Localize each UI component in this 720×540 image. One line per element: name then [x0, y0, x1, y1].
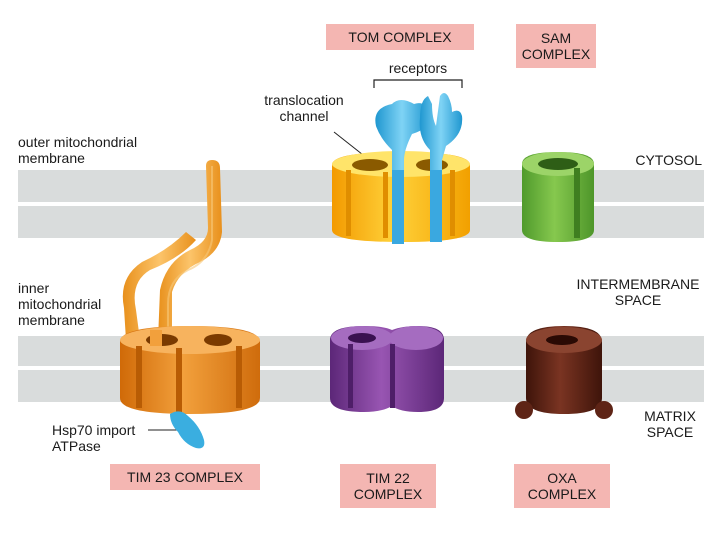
hsp70-import-atpase	[170, 411, 205, 449]
sam-complex-label: SAM COMPLEX	[516, 24, 596, 68]
inner-membrane-line1: inner	[18, 280, 50, 296]
translocation-channel-line1: translocation	[264, 92, 344, 108]
sam-complex	[522, 152, 594, 242]
intermembrane-space-label: INTERMEMBRANE SPACE	[572, 276, 704, 308]
intermembrane-space-line2: SPACE	[614, 292, 662, 308]
sam-complex-label-line2: COMPLEX	[521, 46, 591, 62]
intermembrane-space-line1: INTERMEMBRANE	[576, 276, 700, 292]
tim23-complex-label: TIM 23 COMPLEX	[110, 464, 260, 490]
tom-complex-label: TOM COMPLEX	[326, 24, 474, 50]
tim22-complex-label: TIM 22 COMPLEX	[340, 464, 436, 508]
oxa-complex-label-line2: COMPLEX	[527, 486, 597, 502]
sam-complex-label-line1: SAM	[540, 30, 572, 46]
inner-membrane-line3: membrane	[18, 312, 85, 328]
oxa-complex-label-line1: OXA	[547, 470, 577, 486]
tim22-complex-label-line2: COMPLEX	[353, 486, 423, 502]
receptors-bracket	[373, 79, 463, 88]
outer-membrane-label: outer mitochondrial membrane	[18, 134, 137, 166]
oxa-complex	[515, 326, 613, 419]
receptors-label: receptors	[388, 60, 448, 76]
oxa-complex-label: OXA COMPLEX	[514, 464, 610, 508]
matrix-space-label: MATRIX SPACE	[636, 408, 704, 440]
tom-complex-label-text: TOM COMPLEX	[348, 29, 452, 45]
outer-membrane-line1: outer mitochondrial	[18, 134, 138, 150]
matrix-space-line1: MATRIX	[644, 408, 696, 424]
translocation-channel-label: translocation channel	[252, 92, 356, 124]
tim23-complex-label-text: TIM 23 COMPLEX	[127, 469, 243, 485]
tim23-complex	[120, 326, 260, 414]
tim23-precursor-chain	[122, 160, 222, 340]
tim22-complex-label-line1: TIM 22	[366, 470, 410, 486]
outer-membrane-line2: membrane	[18, 150, 85, 166]
hsp70-line1: Hsp70 import	[52, 422, 136, 438]
tom-receptors	[375, 93, 463, 244]
cytosol-label: CYTOSOL	[635, 152, 702, 168]
translocation-channel-line2: channel	[279, 108, 329, 124]
hsp70-line2: ATPase	[52, 438, 101, 454]
inner-membrane-line2: mitochondrial	[18, 296, 102, 312]
hsp70-label: Hsp70 import ATPase	[52, 422, 135, 454]
tim22-complex	[330, 326, 444, 412]
matrix-space-line2: SPACE	[646, 424, 694, 440]
inner-membrane-label: inner mitochondrial membrane	[18, 280, 101, 328]
